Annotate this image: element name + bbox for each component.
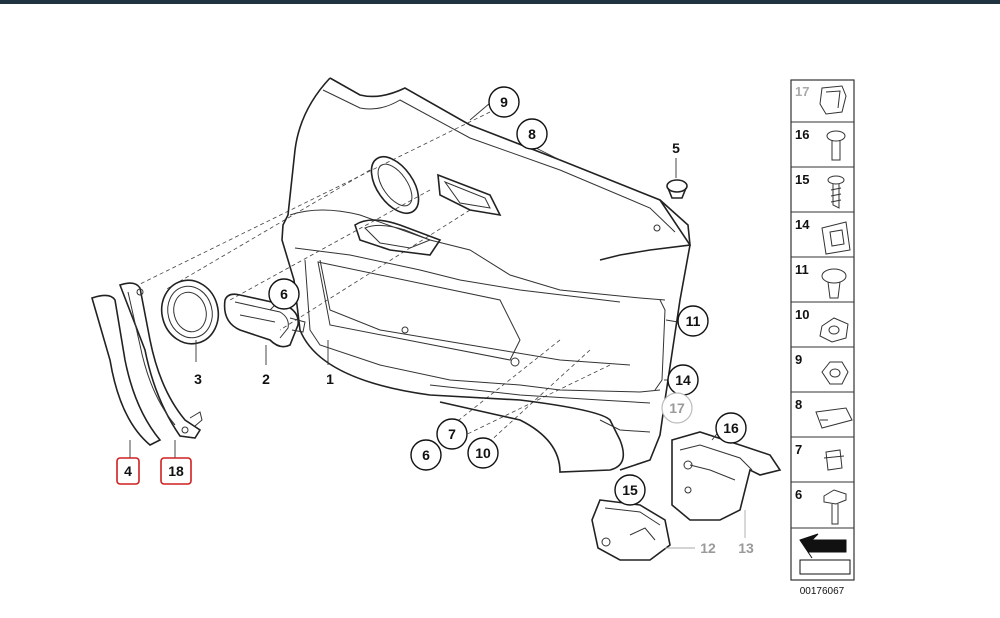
screw-icon-15 bbox=[827, 175, 845, 209]
legend-item-11: 11 bbox=[795, 262, 809, 277]
callout-7: 7 bbox=[436, 418, 468, 450]
clip-icon-7 bbox=[823, 449, 845, 471]
callout-10: 10 bbox=[467, 437, 499, 469]
svg-text:17: 17 bbox=[669, 400, 685, 416]
legend-item-15: 15 bbox=[795, 172, 809, 187]
bracket-part-12 bbox=[591, 499, 671, 561]
svg-text:5: 5 bbox=[672, 140, 680, 156]
svg-text:4: 4 bbox=[124, 463, 132, 479]
legend-item-14: 14 bbox=[795, 217, 810, 232]
callout-3: 3 bbox=[194, 371, 202, 387]
diagram-code: 00176067 bbox=[800, 586, 845, 597]
legend-item-10: 10 bbox=[795, 307, 809, 322]
explosion-lines bbox=[137, 111, 611, 456]
svg-text:18: 18 bbox=[168, 463, 184, 479]
callout-18: 18 bbox=[160, 457, 192, 485]
callout-8: 8 bbox=[516, 118, 548, 150]
svg-text:16: 16 bbox=[723, 420, 739, 436]
svg-text:1: 1 bbox=[326, 371, 334, 387]
svg-text:6: 6 bbox=[280, 286, 288, 302]
svg-text:14: 14 bbox=[675, 372, 691, 388]
arrow-icon bbox=[799, 533, 851, 575]
bolt-icon-6 bbox=[823, 489, 847, 525]
callout-6b: 6 bbox=[410, 439, 442, 471]
svg-text:6: 6 bbox=[422, 447, 430, 463]
svg-text:7: 7 bbox=[448, 426, 456, 442]
door-panel bbox=[281, 77, 691, 473]
bracket-part-16 bbox=[671, 431, 782, 521]
legend-item-8: 8 bbox=[795, 397, 802, 412]
callout-6a: 6 bbox=[268, 278, 300, 310]
legend-column: 17 16 15 14 11 10 9 8 7 6 bbox=[790, 79, 855, 597]
svg-text:15: 15 bbox=[622, 482, 638, 498]
callout-11: 11 bbox=[677, 305, 709, 337]
top-border bbox=[0, 0, 1000, 4]
callout-17: 17 bbox=[661, 392, 693, 424]
callout-2: 2 bbox=[262, 371, 270, 387]
nut-clip-icon-10 bbox=[819, 317, 849, 343]
svg-text:11: 11 bbox=[686, 313, 701, 329]
callout-4: 4 bbox=[116, 457, 140, 485]
speaker-cover bbox=[160, 279, 220, 345]
callout-14: 14 bbox=[667, 364, 699, 396]
clip-icon-8 bbox=[815, 407, 853, 429]
svg-text:9: 9 bbox=[500, 94, 508, 110]
legend-item-16: 16 bbox=[795, 127, 809, 142]
clip-part-5 bbox=[666, 179, 688, 199]
door-handle bbox=[223, 293, 306, 348]
svg-text:13: 13 bbox=[738, 540, 754, 556]
svg-text:8: 8 bbox=[528, 126, 536, 142]
legend-item-17: 17 bbox=[795, 84, 809, 99]
expansion-rivet-icon-11 bbox=[821, 268, 847, 299]
leader-lines bbox=[129, 102, 746, 549]
hex-nut-icon-9 bbox=[821, 361, 849, 385]
callout-5: 5 bbox=[672, 140, 680, 156]
callout-16: 16 bbox=[715, 412, 747, 444]
pull-trim bbox=[91, 282, 203, 446]
callout-12: 12 bbox=[700, 540, 716, 556]
callout-1: 1 bbox=[326, 371, 334, 387]
legend-item-7: 7 bbox=[795, 442, 802, 457]
svg-text:12: 12 bbox=[700, 540, 716, 556]
clip-icon-14 bbox=[821, 221, 851, 255]
clip-icon-17 bbox=[819, 85, 847, 115]
legend-item-6: 6 bbox=[795, 487, 802, 502]
callout-9: 9 bbox=[488, 86, 520, 118]
svg-text:2: 2 bbox=[262, 371, 270, 387]
screw-icon-16 bbox=[826, 130, 846, 161]
callout-13: 13 bbox=[738, 540, 754, 556]
legend-item-9: 9 bbox=[795, 352, 802, 367]
svg-text:3: 3 bbox=[194, 371, 202, 387]
callout-15: 15 bbox=[614, 474, 646, 506]
svg-text:10: 10 bbox=[475, 445, 491, 461]
